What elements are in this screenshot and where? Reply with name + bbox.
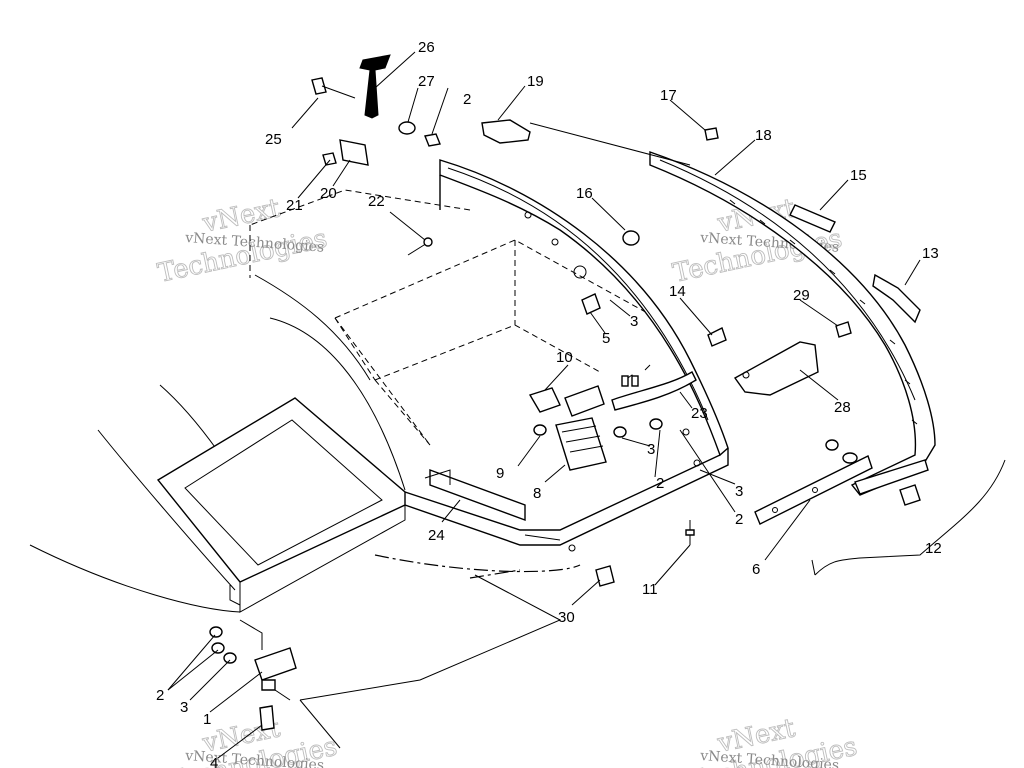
callout-24: 24	[428, 527, 445, 544]
callout-25: 25	[265, 131, 282, 148]
callout-8: 8	[533, 485, 541, 502]
callout-13: 13	[922, 245, 939, 262]
rear-bumper-tray	[404, 159, 729, 552]
watermark-top-left: vNext Technologies vNext Technologies	[155, 193, 330, 290]
callout-18: 18	[755, 127, 772, 144]
callout-4: 4	[210, 755, 218, 768]
callout-3: 3	[647, 441, 655, 458]
callout-1: 1	[203, 711, 211, 728]
callout-26: 26	[418, 39, 435, 56]
callout-3: 3	[630, 313, 638, 330]
small-parts	[209, 54, 921, 731]
callout-2: 2	[656, 475, 664, 492]
side-rail-assembly	[649, 151, 1006, 576]
callout-21: 21	[286, 197, 303, 214]
callout-14: 14	[669, 283, 686, 300]
callout-23: 23	[691, 405, 708, 422]
callout-6: 6	[752, 561, 760, 578]
callout-5: 5	[602, 330, 610, 347]
callout-16: 16	[576, 185, 593, 202]
callout-29: 29	[793, 287, 810, 304]
watermark-bottom-left: vNext Technologies vNext Technologies	[165, 713, 340, 768]
callout-11: 11	[642, 581, 658, 598]
callout-20: 20	[320, 185, 337, 202]
latch-assembly	[424, 364, 697, 522]
callout-2: 2	[156, 687, 164, 704]
callout-17: 17	[660, 87, 677, 104]
callout-2: 2	[735, 511, 743, 528]
storage-box-outline	[249, 189, 661, 446]
callout-22: 22	[368, 193, 385, 210]
callout-2: 2	[463, 91, 471, 108]
hood-body-outline	[29, 274, 406, 613]
callout-3: 3	[735, 483, 743, 500]
callout-10: 10	[556, 349, 573, 366]
leader-lines	[167, 51, 921, 759]
callout-28: 28	[834, 399, 851, 416]
callout-9: 9	[496, 465, 504, 482]
callout-27: 27	[418, 73, 435, 90]
assembly-guide-lines	[229, 122, 691, 749]
callout-12: 12	[925, 540, 942, 557]
callout-30: 30	[558, 609, 575, 626]
callout-15: 15	[850, 167, 867, 184]
callout-19: 19	[527, 73, 544, 90]
callout-3: 3	[180, 699, 188, 716]
watermark-bottom-right: vNext Technologies vNext Technologies	[685, 713, 860, 768]
callout-labels: 26 27 2 19 25 21 20 22 16 17 18 15 13 14…	[156, 39, 942, 768]
